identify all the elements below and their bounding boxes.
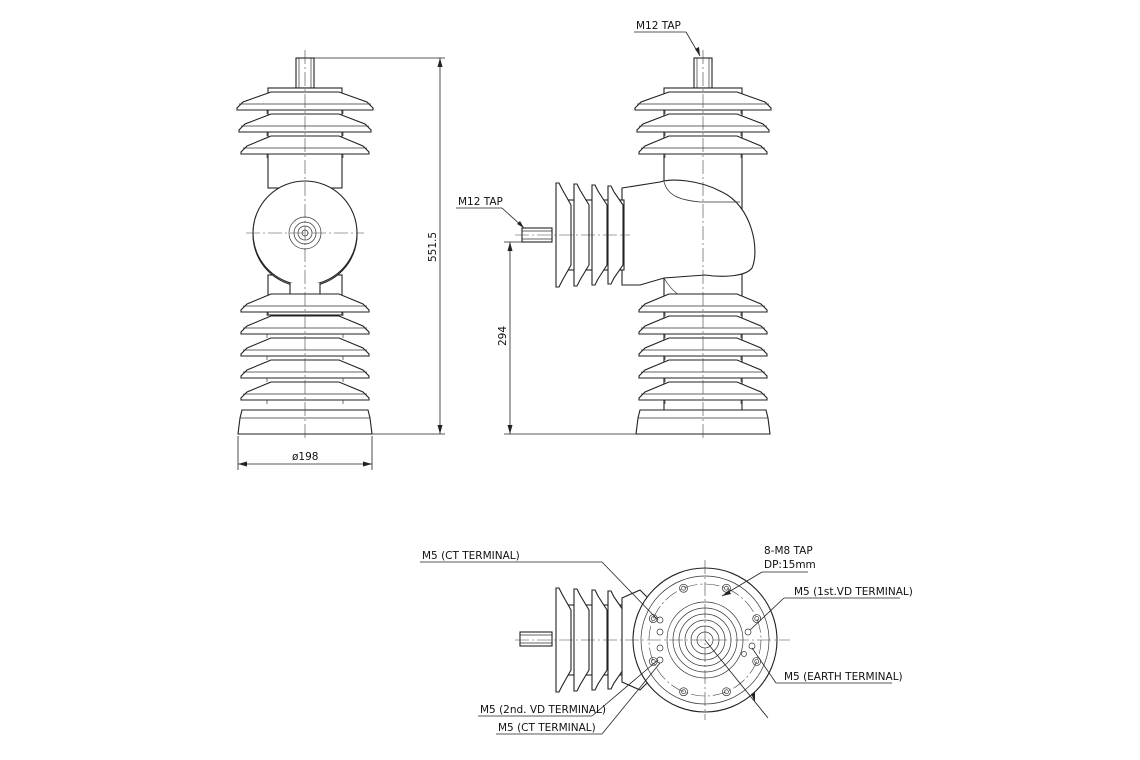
vd2-terminal-callout: M5 (2nd. VD TERMINAL) xyxy=(478,659,659,717)
front-height-dimension: 551.5 xyxy=(314,57,445,435)
flange-dia-callout xyxy=(704,639,769,719)
ct-terminal-bottom-callout: M5 (CT TERMINAL) xyxy=(496,662,661,735)
ct-terminal-top-label: M5 (CT TERMINAL) xyxy=(422,550,520,562)
top-tap-label: M12 TAP xyxy=(636,20,681,32)
ct-terminal-top-callout: M5 (CT TERMINAL) xyxy=(420,550,659,621)
vd1-terminal-label: M5 (1st.VD TERMINAL) xyxy=(794,586,913,598)
bolt-hole xyxy=(679,687,688,697)
vd1-terminal-callout: M5 (1st.VD TERMINAL) xyxy=(749,586,913,631)
bolt-hole xyxy=(722,687,731,697)
m8-tap-callout: 8-M8 TAP DP:15mm xyxy=(721,545,816,597)
bolt-hole xyxy=(679,583,688,593)
earth-terminal-callout: M5 (EARTH TERMINAL) xyxy=(751,647,903,684)
base-dia-text: ø198 xyxy=(292,451,318,463)
bottom-view xyxy=(515,560,790,720)
top-tap-callout: M12 TAP xyxy=(634,20,701,57)
tap-height-text: 294 xyxy=(497,326,509,346)
height-dim-text: 551.5 xyxy=(427,232,439,262)
tap-height-dimension: 294 xyxy=(497,241,636,435)
side-tap-callout: M12 TAP xyxy=(456,196,525,229)
side-view xyxy=(515,50,772,440)
vd2-terminal-label: M5 (2nd. VD TERMINAL) xyxy=(480,704,606,716)
front-base-dimension: ø198 xyxy=(237,436,373,470)
right-terminal-block xyxy=(741,628,756,657)
bolt-hole xyxy=(752,614,762,623)
front-view xyxy=(236,50,374,440)
m8-tap-label: 8-M8 TAP xyxy=(764,545,813,557)
earth-terminal-label: M5 (EARTH TERMINAL) xyxy=(784,671,903,683)
left-terminal-block xyxy=(656,616,664,664)
ct-terminal-bottom-label: M5 (CT TERMINAL) xyxy=(498,722,596,734)
side-tap-label: M12 TAP xyxy=(458,196,503,208)
m8-depth-label: DP:15mm xyxy=(764,559,816,571)
